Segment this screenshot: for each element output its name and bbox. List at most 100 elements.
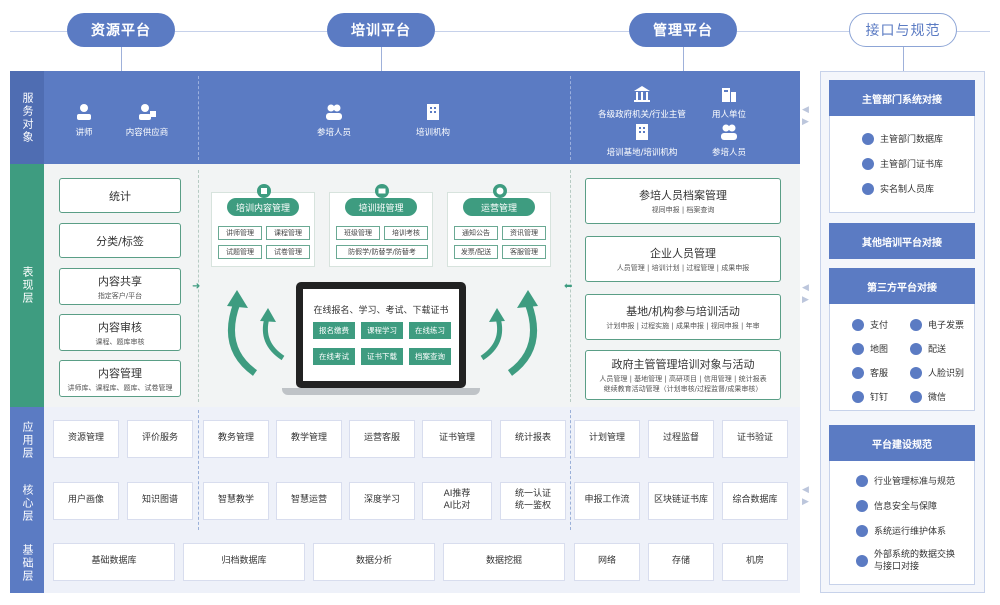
mini-item: 试题管理 <box>218 245 262 259</box>
arrow-left-to-center: ➜ <box>192 281 201 292</box>
mini-item: 课程管理 <box>266 226 310 240</box>
pill-training-platform: 培训平台 <box>327 13 435 47</box>
laptop-btn[interactable]: 课程学习 <box>361 322 403 339</box>
rp-item-label: 钉钉 <box>870 393 889 403</box>
right-box-title: 基地/机构参与培训活动 <box>626 305 740 318</box>
left-box-sub: 讲师库、课程库、题库、试卷管理 <box>67 383 173 392</box>
standard-icon <box>856 474 868 487</box>
right-box-base-org: 基地/机构参与培训活动 计划申报 | 过程实施 | 成果申报 | 视同申报 | … <box>585 294 781 340</box>
app-cell: 过程监督 <box>648 420 714 458</box>
rp-item-label: 客服 <box>870 369 889 379</box>
core-cell: 统一认证 统一鉴权 <box>500 482 566 520</box>
certificate-icon <box>862 157 874 170</box>
rp-item-label: 外部系统的数据交换 与接口对接 <box>874 550 956 573</box>
core-cell: AI推荐 AI比对 <box>422 482 492 520</box>
invoice-icon <box>910 318 922 331</box>
laptop-btn[interactable]: 报名缴费 <box>313 322 355 339</box>
cloud-head-class: 培训班管理 <box>345 198 417 216</box>
rp-item-label: 人脸识别 <box>928 369 965 379</box>
image-icon <box>375 184 389 198</box>
government-icon <box>634 86 650 102</box>
right-box-title: 政府主管管理培训对象与活动 <box>611 358 755 371</box>
right-box-gov: 政府主管管理培训对象与活动 人员管理 | 基地管理 | 高研项目 | 信用管理 … <box>585 350 781 400</box>
left-box-title: 内容共享 <box>98 274 142 288</box>
right-box-sub: 人员管理 | 培训计划 | 过程管理 | 成果申报 <box>616 264 750 272</box>
service-trainee-2-label: 参培人员 <box>711 148 746 158</box>
base-cell: 基础数据库 <box>53 543 175 581</box>
base-cell: 网络 <box>574 543 640 581</box>
mini-item: 讲师管理 <box>218 226 262 240</box>
service-gov: 各级政府机关/行业主管 <box>594 84 690 120</box>
double-arrow-icon: ◀▶ <box>802 485 809 507</box>
label-core: 核心层 <box>10 473 44 533</box>
base-cell: 数据分析 <box>313 543 435 581</box>
laptop-title: 在线报名、学习、考试、下载证书 <box>313 306 449 316</box>
database-icon <box>862 132 874 145</box>
divider-app-2 <box>570 410 571 530</box>
customer-service-icon <box>852 366 864 379</box>
service-trainee: 参培人员 <box>312 102 356 138</box>
rp-item-label: 实名制人员库 <box>880 185 935 195</box>
rp-dept-item: 主管部门数据库 <box>862 132 943 145</box>
rp-third-head: 第三方平台对接 <box>829 268 975 304</box>
rp-third-item: 客服 <box>852 366 888 379</box>
laptop-btn[interactable]: 档案查询 <box>409 348 451 365</box>
service-employer-label: 用人单位 <box>711 110 746 120</box>
app-cell: 资源管理 <box>53 420 119 458</box>
rp-item-label: 主管部门证书库 <box>880 160 944 170</box>
pill-management-platform: 管理平台 <box>629 13 737 47</box>
security-icon <box>856 499 868 512</box>
base-cell: 机房 <box>722 543 788 581</box>
rp-item-label: 系统运行维护体系 <box>874 527 947 537</box>
service-content-supplier: 内容供应商 <box>119 102 175 138</box>
app-cell: 运营客服 <box>349 420 415 458</box>
rp-item-label: 地图 <box>870 345 889 355</box>
cloud-head-content: 培训内容管理 <box>227 198 299 216</box>
delivery-icon <box>910 342 922 355</box>
service-trainee-2: 参培人员 <box>707 122 751 158</box>
mini-item: 通知公告 <box>454 226 498 240</box>
box-icon <box>257 184 271 198</box>
laptop-btn[interactable]: 在线考试 <box>313 348 355 365</box>
rp-third-item: 人脸识别 <box>910 366 964 379</box>
rp-norm-item: 系统运行维护体系 <box>856 524 946 537</box>
right-box-archive: 参培人员档案管理 视同申报 | 档案查询 <box>585 178 781 224</box>
divider-pres-2 <box>570 170 571 402</box>
right-box-title: 参培人员档案管理 <box>639 189 727 202</box>
rp-third-item: 微信 <box>910 390 946 403</box>
app-cell: 证书管理 <box>422 420 492 458</box>
employer-icon <box>722 88 736 102</box>
face-recognition-icon <box>910 366 922 379</box>
left-box-sub: 课程、题库审核 <box>95 337 145 346</box>
core-cell: 深度学习 <box>349 482 415 520</box>
divider-app-1 <box>198 410 199 530</box>
app-cell: 证书验证 <box>722 420 788 458</box>
mini-item: 试卷管理 <box>266 245 310 259</box>
divider-service-2 <box>570 76 571 160</box>
service-employer: 用人单位 <box>707 84 751 120</box>
rp-item-label: 主管部门数据库 <box>880 135 944 145</box>
left-box-title: 分类/标签 <box>96 234 144 248</box>
maintenance-icon <box>856 524 868 537</box>
user-icon <box>862 182 874 195</box>
growth-arrows-left <box>227 290 285 376</box>
stem-training <box>381 47 382 71</box>
wechat-icon <box>910 390 922 403</box>
laptop-btn[interactable]: 证书下载 <box>361 348 403 365</box>
app-cell: 教学管理 <box>276 420 342 458</box>
core-cell: 智慧教学 <box>203 482 269 520</box>
service-base-org-label: 培训基地/培训机构 <box>606 148 678 158</box>
rp-norm-head: 平台建设规范 <box>829 425 975 461</box>
mini-item: 培训考核 <box>384 226 428 240</box>
rp-item-label: 配送 <box>928 345 947 355</box>
left-box-stats: 统计 <box>59 178 181 213</box>
label-application: 应用层 <box>10 407 44 473</box>
rp-item-label: 行业管理标准与规范 <box>874 477 956 487</box>
laptop-btn[interactable]: 在线练习 <box>409 322 451 339</box>
rp-item-label: 支付 <box>870 321 889 331</box>
left-box-share: 内容共享 指定客户/平台 <box>59 268 181 305</box>
service-base-org: 培训基地/培训机构 <box>600 122 684 158</box>
right-box-enterprise: 企业人员管理 人员管理 | 培训计划 | 过程管理 | 成果申报 <box>585 236 781 282</box>
rp-third-item: 支付 <box>852 318 888 331</box>
core-cell: 智慧运营 <box>276 482 342 520</box>
